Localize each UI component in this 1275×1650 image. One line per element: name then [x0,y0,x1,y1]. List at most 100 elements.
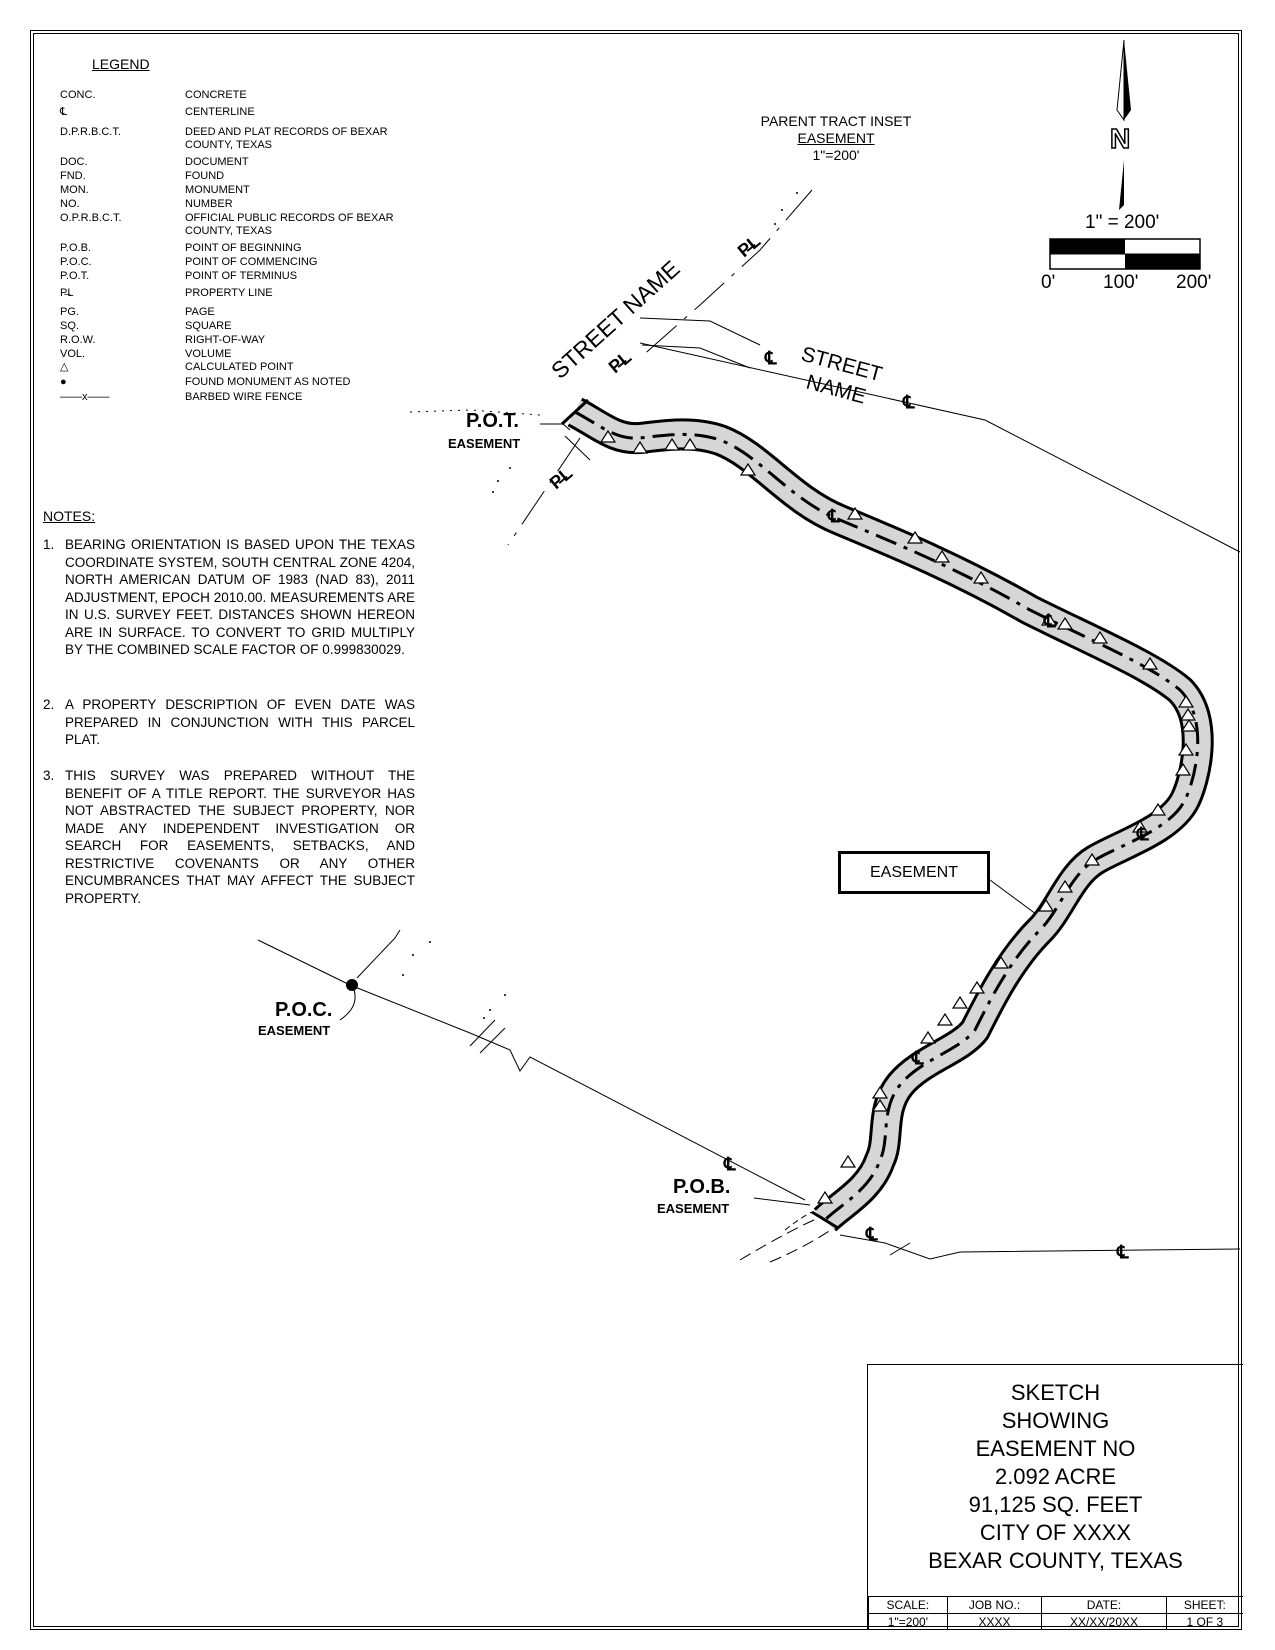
title-line: 91,125 SQ. FEET [968,1492,1143,1517]
street-curb-line [639,317,761,346]
legend-abbr: PG. [60,306,79,318]
calculated-point-icon [1091,630,1109,644]
legend-desc: POINT OF TERMINUS [185,270,298,282]
tb-value-job: XXXX [946,1613,1043,1630]
calculated-point-icon [681,437,699,451]
title-line: SHOWING [1001,1408,1110,1433]
cl-symbol: ℄ [764,348,777,368]
title-block: SKETCH SHOWING EASEMENT NO 2.092 ACRE 91… [867,1364,1243,1630]
tb-value-scale: 1"=200' [868,1613,948,1630]
scale-bar [1049,238,1201,270]
road-line-bottom-left [257,939,806,1201]
street-line-right [639,342,1241,553]
inset-subtitle: EASEMENT [797,130,875,146]
pot-label: P.O.T. [466,410,519,432]
scale-tick-100: 100' [1103,272,1139,293]
cl-symbol: ℄ [865,1224,878,1244]
north-arrow-icon: N [1109,39,1131,210]
legend-abbr: VOL. [60,348,86,360]
calculated-point-icon [1056,879,1074,893]
legend-desc: VOLUME [185,348,232,360]
legend-desc: PROPERTY LINE [185,287,273,299]
cl-symbol: ℄ [1043,611,1056,631]
property-line-diag-bottom [507,437,581,546]
calculated-point-icon [1177,742,1195,756]
pl-symbol: P̶L [734,231,764,261]
cl-symbol: ℄ [723,1154,736,1174]
easement-strip-fill [568,400,1211,1230]
legend-desc: POINT OF BEGINNING [185,242,302,254]
legend-abbr: SQ. [60,320,79,332]
note-text: A PROPERTY DESCRIPTION OF EVEN DATE WAS … [65,697,415,747]
easement-end-cap-pot [560,398,590,426]
sheet-border-outer [30,30,1242,1630]
easement-end-cap-pob [811,1210,839,1230]
inset-title: PARENT TRACT INSET [760,113,912,129]
legend-abbr: P.O.B. [60,242,91,254]
calculated-point-icon [1174,762,1192,776]
note-number: 3. [43,768,55,783]
legend-abbr: DOC. [60,156,88,168]
dot-marks [402,192,798,1019]
tb-header-sheet: SHEET: [1165,1596,1243,1614]
title-block-table: SCALE: JOB NO.: DATE: SHEET: 1"=200' XXX… [868,1596,1243,1630]
road-break-3 [889,1242,911,1256]
title-line: SKETCH [1010,1380,1101,1405]
calculated-point-icon [631,440,649,454]
inset-title-block: PARENT TRACT INSET EASEMENT 1"=200' [720,113,952,164]
legend-desc: CONCRETE [185,89,247,101]
note-number: 1. [43,537,55,552]
legend-desc: POINT OF COMMENCING [185,256,318,268]
sheet-border-inner [33,33,1239,1627]
road-line-bottom-right [839,1234,1241,1260]
cl-symbol: ℄ [911,1048,924,1068]
legend-abbr: P.O.C. [60,256,92,268]
calculated-points [599,429,1198,1204]
note-item: 3. THIS SURVEY WAS PREPARED WITHOUT THE … [43,767,415,907]
note-text: THIS SURVEY WAS PREPARED WITHOUT THE BEN… [65,768,415,906]
legend-desc: NUMBER [185,198,233,210]
pot-sublabel: EASEMENT [448,436,521,451]
calculated-point-icon [839,1154,857,1168]
title-line: 2.092 ACRE [994,1464,1117,1489]
scale-tick-0: 0' [1041,272,1056,293]
calculated-point-icon [992,955,1010,969]
title-line: CITY OF XXXX [979,1520,1132,1545]
legend-abbr: P.O.T. [60,270,90,282]
calculated-point-icon [1056,616,1074,630]
poc-label: P.O.C. [275,999,333,1021]
note-item: 2. A PROPERTY DESCRIPTION OF EVEN DATE W… [43,696,415,749]
found-monument-icon [346,979,358,991]
pob-label: P.O.B. [673,1176,731,1198]
calculated-point-icon [816,1190,834,1204]
legend-desc: CENTERLINE [185,106,255,118]
scale-bar-label: 1" = 200' [1085,212,1160,233]
poc-sublabel: EASEMENT [258,1023,331,1038]
legend-desc: FOUND MONUMENT AS NOTED [185,376,351,388]
calculated-point-icon [1131,819,1149,833]
pot-leader [540,423,571,431]
road-break-2 [479,1027,506,1054]
legend-abbr: NO. [60,198,80,210]
calculated-point-icon [972,570,990,584]
scale-tick-200: 200' [1176,272,1212,293]
legend-desc: FOUND [185,170,225,182]
note-number: 2. [43,697,55,712]
tb-header-scale: SCALE: [868,1596,948,1614]
legend-desc: CALCULATED POINT [185,361,294,373]
pl-symbol: P̶L [546,463,576,493]
legend-desc: DOCUMENT [185,156,249,168]
tb-value-date: XX/XX/20XX [1041,1613,1167,1630]
legend-desc: SQUARE [185,320,232,332]
cl-symbol: ℄ [902,392,915,412]
easement-centerline [574,410,1200,1222]
tb-value-sheet: 1 OF 3 [1165,1613,1243,1630]
legend-abbr: MON. [60,184,89,196]
calculated-point-icon [1083,852,1101,866]
calculated-point-icon [906,530,924,544]
cl-symbol: ℄ [1136,824,1149,844]
legend-abbr: ℄ [60,106,68,118]
note-item: 1. BEARING ORIENTATION IS BASED UPON THE… [43,536,415,659]
calculated-point-icon [871,1098,889,1112]
